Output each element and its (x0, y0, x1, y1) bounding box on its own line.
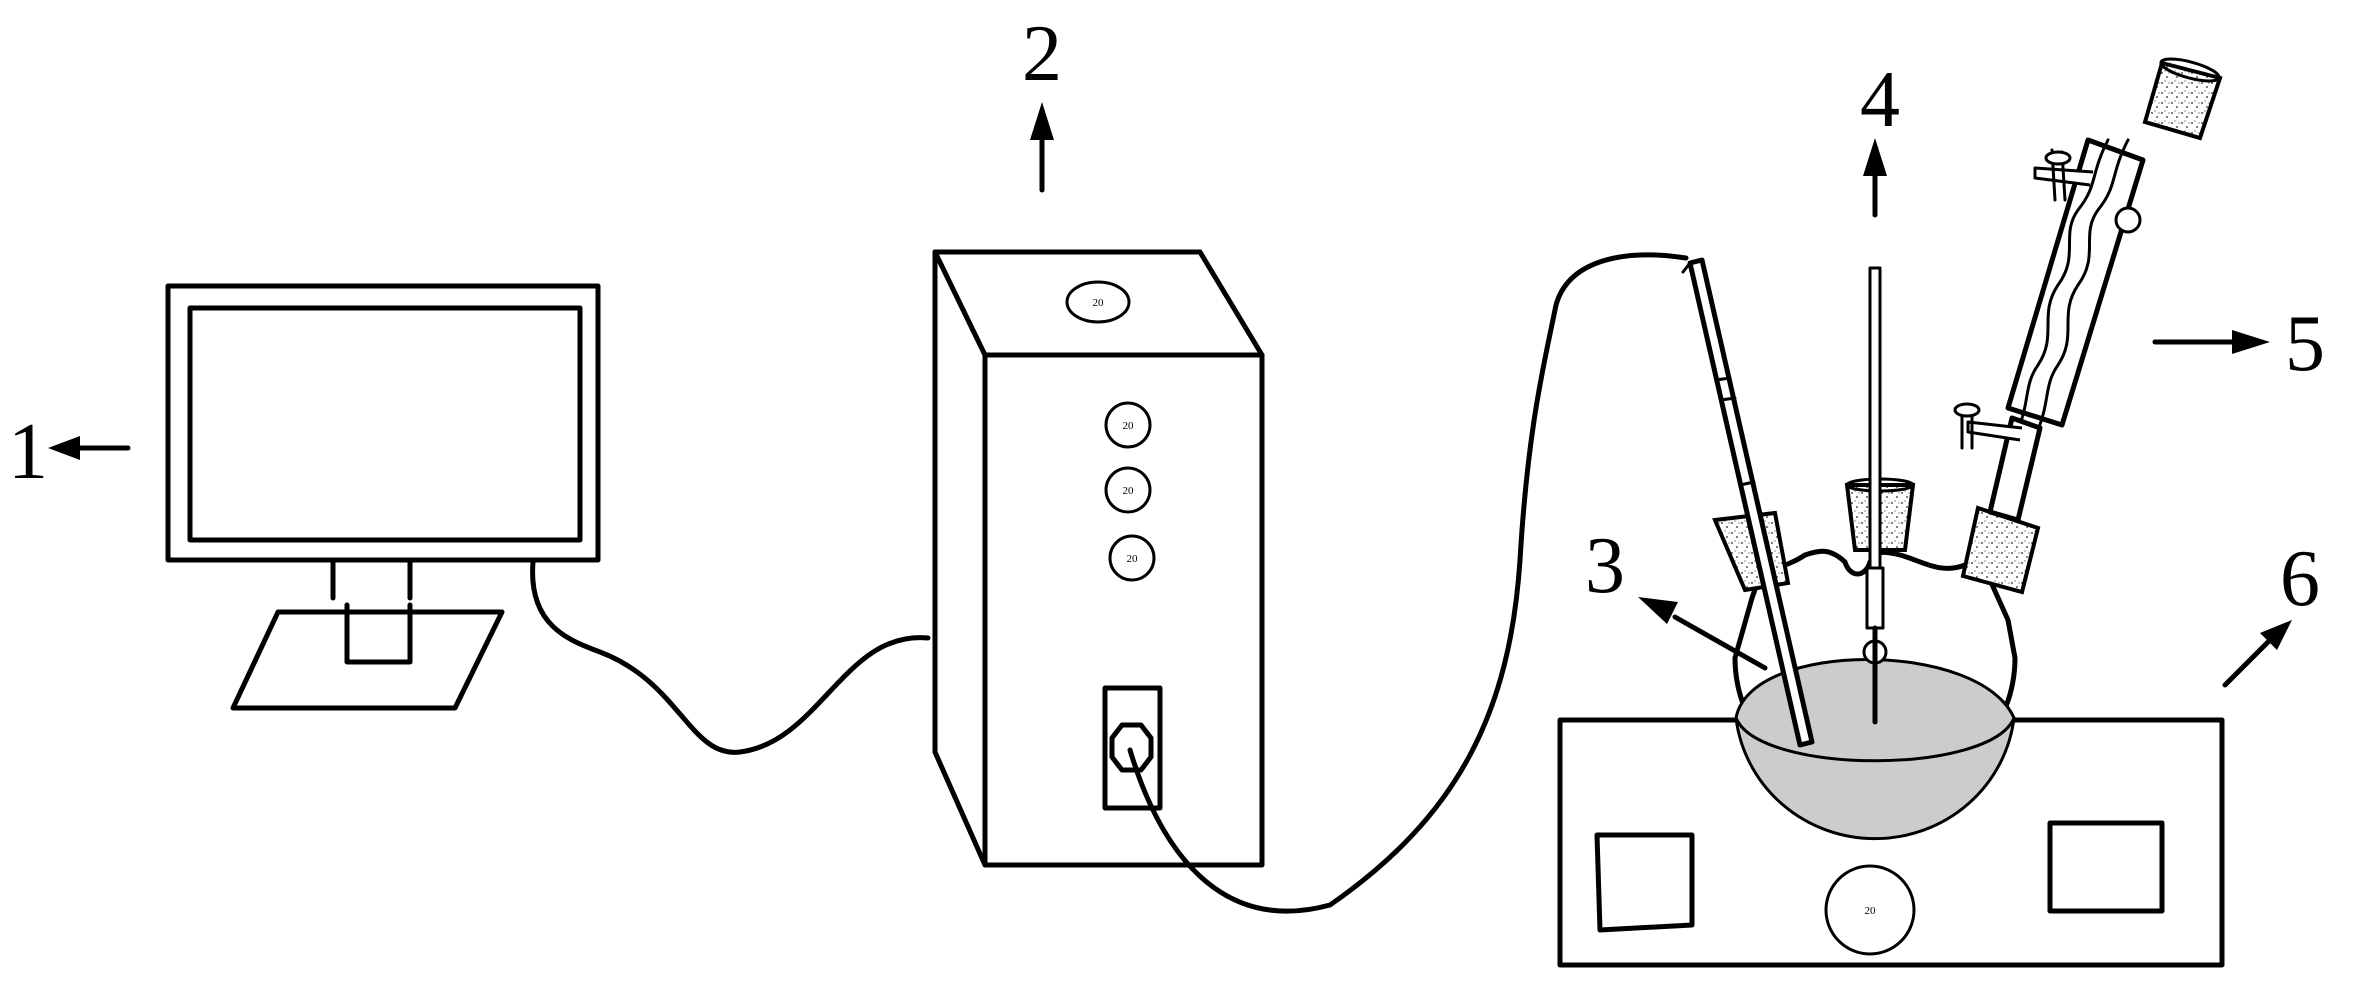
data-cable (530, 559, 931, 755)
label-computer: 1 (8, 408, 48, 496)
arrow-icon (2152, 330, 2270, 354)
svg-text:20: 20 (1865, 905, 1877, 917)
svg-text:20: 20 (1123, 485, 1135, 497)
probe-cable (1127, 252, 1689, 914)
temperature-controller (932, 249, 1265, 868)
label-stirrer: 6 (2280, 535, 2320, 623)
arrow-icon (48, 436, 131, 460)
controller-knob-3[interactable]: 20 (1108, 534, 1156, 582)
arrow-icon (1638, 597, 1768, 671)
svg-text:20: 20 (1093, 297, 1105, 309)
reflux-condenser (1953, 57, 2223, 523)
label-condenser: 5 (2285, 300, 2325, 388)
temperature-probe (1681, 257, 1815, 748)
arrow-icon (1863, 138, 1887, 218)
svg-text:20: 20 (1127, 553, 1139, 565)
controller-knob-2[interactable]: 20 (1104, 466, 1152, 514)
stirrer-knob[interactable]: 20 (1824, 864, 1916, 956)
label-controller: 2 (1022, 10, 1062, 98)
controller-top-knob[interactable]: 20 (1065, 280, 1131, 324)
label-thermometer: 4 (1860, 56, 1900, 144)
thermometer (1862, 266, 1888, 725)
controller-knob-1[interactable]: 20 (1104, 401, 1152, 449)
arrow-icon (1030, 102, 1054, 193)
arrow-icon (2222, 620, 2292, 688)
svg-text:20: 20 (1123, 420, 1135, 432)
power-socket (1109, 722, 1154, 773)
label-flask: 3 (1585, 522, 1625, 610)
computer-monitor (165, 283, 601, 711)
